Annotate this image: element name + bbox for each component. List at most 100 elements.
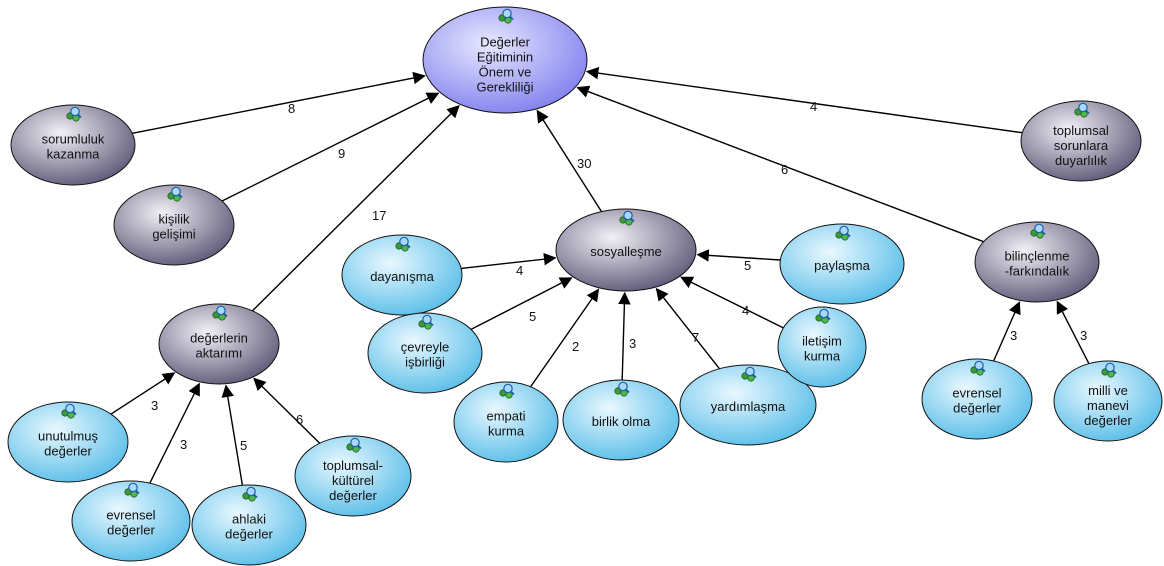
edge-aktarimi-to-degerler: 17 bbox=[251, 104, 460, 312]
node-label-line: ahlaki bbox=[232, 512, 266, 527]
edge-weight-label: 7 bbox=[692, 330, 699, 345]
node-label-line: paylaşma bbox=[814, 258, 870, 273]
edge-weight-label: 17 bbox=[372, 208, 386, 223]
edge-line bbox=[993, 301, 1021, 362]
edge-weight-label: 3 bbox=[151, 398, 158, 413]
node-label-line: gelişimi bbox=[152, 227, 195, 242]
edge-line bbox=[221, 384, 244, 486]
edge-empati-to-sosyallesme: 2 bbox=[530, 288, 600, 388]
node-yardimlasma[interactable]: yardımlaşma bbox=[679, 364, 817, 446]
node-ellipse bbox=[1020, 100, 1142, 182]
edge-weight-label: 6 bbox=[296, 412, 303, 427]
node-label-line: değerler bbox=[44, 444, 92, 459]
node-ellipse bbox=[422, 6, 588, 114]
node-label-line: değerler bbox=[953, 401, 1001, 416]
node-label-line: sosyalleşme bbox=[590, 244, 662, 259]
node-label-line: iletişim bbox=[802, 334, 842, 349]
edge-line bbox=[585, 66, 1023, 134]
node-label-line: kurma bbox=[488, 424, 525, 439]
edge-line bbox=[132, 71, 426, 135]
edge-line bbox=[253, 377, 321, 444]
node-label: bilinçlenme-farkındalık bbox=[1004, 249, 1069, 279]
edge-weight-label: 3 bbox=[1080, 328, 1087, 343]
network-code-icon bbox=[1030, 223, 1046, 239]
node-label-line: değerler bbox=[1084, 413, 1132, 428]
network-code-icon bbox=[212, 305, 228, 321]
edge-weight-label: 2 bbox=[572, 339, 579, 354]
node-label-line: değerler bbox=[329, 488, 377, 503]
network-code-icon bbox=[815, 308, 831, 324]
edge-line bbox=[149, 382, 200, 484]
node-paylasma[interactable]: paylaşma bbox=[779, 223, 905, 305]
edge-weight-label: 5 bbox=[744, 258, 751, 273]
edge-unutulmus-to-aktarimi: 3 bbox=[110, 372, 176, 415]
node-label-line: -farkındalık bbox=[1005, 264, 1070, 279]
node-ellipse bbox=[367, 312, 483, 394]
node-label-line: kişilik bbox=[158, 212, 190, 227]
edge-sorumluluk-to-degerler: 8 bbox=[132, 71, 426, 135]
node-label-line: toplumsal- bbox=[323, 458, 383, 473]
node-ellipse bbox=[113, 184, 235, 266]
network-code-icon bbox=[619, 210, 635, 226]
node-ellipse bbox=[555, 208, 697, 292]
node-dayanisma[interactable]: dayanışma bbox=[341, 234, 463, 316]
edge-weight-label: 3 bbox=[180, 437, 187, 452]
node-label-line: kazanma bbox=[47, 147, 101, 162]
edge-line bbox=[461, 252, 557, 270]
node-label-line: değerlerin bbox=[190, 331, 248, 346]
edge-weight-label: 30 bbox=[577, 156, 591, 171]
edge-weight-label: 4 bbox=[742, 303, 749, 318]
node-label-line: dayanışma bbox=[370, 269, 434, 284]
node-ellipse bbox=[562, 379, 680, 461]
network-code-icon bbox=[499, 383, 515, 399]
node-ellipse bbox=[777, 306, 867, 388]
edge-weight-label: 5 bbox=[240, 438, 247, 453]
node-ellipse bbox=[1053, 360, 1163, 442]
edge-evrensel2-to-bilinclenme: 3 bbox=[993, 301, 1021, 362]
network-code-icon bbox=[61, 403, 77, 419]
edge-cevreyle-to-sosyallesme: 5 bbox=[470, 277, 573, 331]
edge-weight-label: 5 bbox=[529, 309, 536, 324]
edge-iletisim-to-sosyallesme: 4 bbox=[680, 276, 784, 329]
network-code-icon bbox=[242, 486, 258, 502]
node-label: birlik olma bbox=[592, 414, 651, 429]
node-ellipse bbox=[779, 223, 905, 305]
node-label-line: Değerler bbox=[480, 35, 531, 50]
node-sosyallesme[interactable]: sosyalleşme bbox=[555, 208, 697, 292]
network-code-icon bbox=[167, 186, 183, 202]
network-code-icon bbox=[970, 360, 986, 376]
node-ellipse bbox=[974, 221, 1100, 303]
node-bilinclenme[interactable]: bilinçlenme-farkındalık bbox=[974, 221, 1100, 303]
node-birlik[interactable]: birlik olma bbox=[562, 379, 680, 461]
node-label-line: milli ve bbox=[1088, 383, 1128, 398]
edge-line bbox=[221, 92, 440, 202]
edge-yardimlasma-to-sosyallesme: 7 bbox=[655, 287, 720, 370]
network-code-icon bbox=[1074, 102, 1090, 118]
network-code-icon bbox=[418, 314, 434, 330]
node-label-line: Gerekliliği bbox=[476, 80, 533, 95]
node-label-line: sorumluluk bbox=[42, 132, 105, 147]
node-ellipse bbox=[10, 104, 136, 186]
